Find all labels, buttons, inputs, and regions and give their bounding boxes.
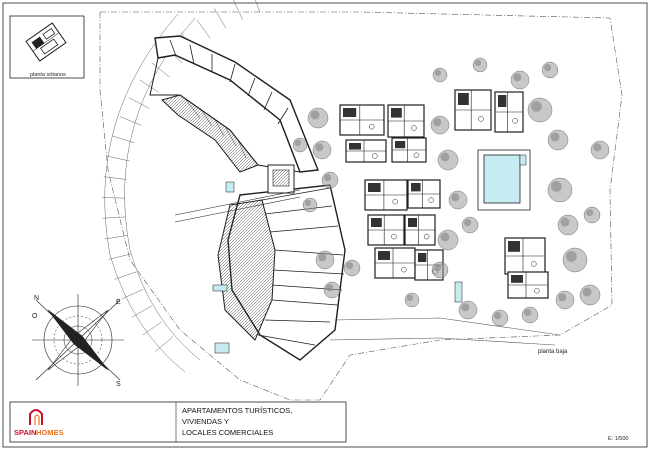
title-line-2: VIVIENDAS Y (182, 417, 229, 426)
villa-unit (345, 139, 387, 163)
tree-canopy (440, 232, 450, 242)
tree-canopy (531, 101, 542, 112)
tree-canopy (474, 59, 482, 67)
tree-canopy (318, 253, 327, 262)
logo-homes: HOMES (36, 428, 64, 437)
spainhomes-logo: SPAIN HOMES (14, 409, 64, 437)
tree-canopy (324, 174, 332, 182)
villa-unit (494, 91, 524, 133)
tree-canopy (494, 312, 502, 320)
villa-unit (407, 179, 441, 209)
logo-spain: SPAIN (14, 428, 36, 437)
tree-canopy (513, 73, 522, 82)
villa-unit (387, 104, 425, 138)
compass-n: N (34, 295, 39, 302)
basement-caption: planta sótanos (30, 72, 66, 78)
tree-canopy (434, 69, 442, 77)
compass-s: S (116, 381, 121, 388)
site-boundary (99, 11, 623, 401)
compass-rose: N E S O (32, 294, 124, 388)
tree-canopy (326, 284, 334, 292)
villa-unit (404, 214, 436, 246)
villa-unit (367, 214, 405, 246)
title-line-3: LOCALES COMERCIALES (182, 428, 273, 437)
villa-unit (391, 137, 427, 163)
access-road (329, 317, 561, 346)
scale-label: E: 1/500 (608, 436, 629, 442)
tree-canopy (461, 303, 470, 312)
tree-canopy (586, 209, 594, 217)
tree-canopy (294, 139, 302, 147)
villa-unit (339, 104, 385, 136)
tree-canopy (566, 251, 577, 262)
tree-canopy (582, 287, 592, 297)
villa-unit (504, 237, 546, 275)
tree-canopy (434, 264, 442, 272)
plunge-pool (212, 284, 228, 292)
tree-canopy (346, 262, 354, 270)
tree-canopy (406, 294, 414, 302)
tree-canopy (451, 193, 460, 202)
tree-canopy (558, 293, 567, 302)
compass-o: O (32, 313, 38, 320)
tree-canopy (524, 309, 532, 317)
tree-canopy (593, 143, 602, 152)
tree-canopy (440, 152, 450, 162)
central-core (174, 164, 301, 223)
villa-unit (364, 179, 408, 211)
plunge-pool (214, 342, 230, 354)
basement-inset: planta sótanos (9, 15, 85, 79)
tree-canopy (551, 181, 562, 192)
villa-pool (454, 281, 463, 303)
tree-canopy (310, 110, 320, 120)
apartment-block-south (217, 184, 346, 361)
villa-unit (374, 247, 416, 279)
tree-canopy (550, 132, 560, 142)
title-block: SPAIN HOMES APARTAMENTOS TURÍSTICOS, VIV… (9, 401, 347, 443)
villa-unit (454, 89, 492, 131)
compass-e: E (116, 299, 121, 306)
tree-canopy (464, 219, 472, 227)
tree-canopy (433, 118, 442, 127)
apartment-block-north (149, 35, 319, 173)
title-line-1: APARTAMENTOS TURÍSTICOS, (182, 406, 292, 415)
tree-canopy (304, 199, 312, 207)
swimming-pool (477, 149, 531, 211)
tree-canopy (544, 64, 552, 72)
tree-canopy (315, 143, 324, 152)
tree-canopy (560, 217, 570, 227)
ground-floor-label: planta baja (538, 349, 568, 355)
villa-unit (507, 271, 549, 299)
